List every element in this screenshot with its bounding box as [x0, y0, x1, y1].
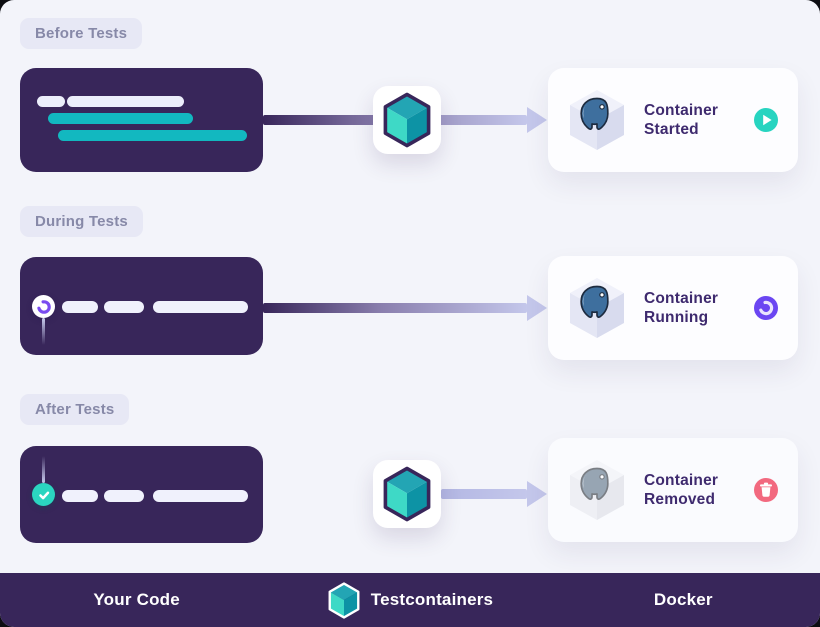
postgresql-elephant-icon	[580, 285, 609, 318]
container-card-running: Container Running	[548, 256, 798, 360]
testcontainers-node	[373, 86, 441, 154]
container-status-title: Container Started	[644, 102, 719, 138]
legend-your-code-label: Your Code	[93, 590, 180, 609]
legend-testcontainers-label: Testcontainers	[370, 590, 494, 609]
flow-arrow-head	[527, 107, 547, 133]
code-line	[62, 301, 98, 313]
container-status-title: Container Removed	[644, 472, 719, 508]
legend-docker: Docker	[547, 573, 820, 627]
code-line	[104, 490, 144, 502]
section-label-after-tests: After Tests	[20, 394, 130, 425]
flow-arrow-head	[527, 481, 547, 507]
flow-arrow-head	[527, 295, 547, 321]
container-card-started: Container Started	[548, 68, 798, 172]
container-card-removed: Container Removed	[548, 438, 798, 542]
code-line	[153, 301, 248, 313]
legend-footer: Your Code Testcontainers Docker	[0, 573, 820, 627]
postgresql-logo-faded	[568, 458, 626, 522]
section-label-during-tests: During Tests	[20, 206, 143, 237]
code-line-highlight	[58, 130, 247, 141]
container-cube-backdrop	[570, 460, 624, 520]
loading-pin-icon	[32, 295, 55, 318]
legend-testcontainers: Testcontainers	[273, 573, 546, 627]
code-block-before	[20, 68, 263, 172]
postgresql-logo	[568, 276, 626, 340]
code-line	[62, 490, 98, 502]
postgresql-elephant-icon	[580, 467, 609, 500]
code-line-highlight	[48, 113, 193, 124]
legend-your-code: Your Code	[0, 573, 273, 627]
container-status-title: Container Running	[644, 290, 719, 326]
testcontainers-node	[373, 460, 441, 528]
postgresql-elephant-icon	[580, 97, 609, 130]
code-line	[37, 96, 65, 107]
testcontainers-cube-icon	[328, 581, 360, 619]
code-line	[104, 301, 144, 313]
postgresql-logo	[568, 88, 626, 152]
flow-arrow-line	[263, 303, 527, 313]
legend-docker-label: Docker	[653, 590, 713, 609]
check-icon	[32, 483, 55, 506]
trash-icon	[754, 478, 778, 502]
pin-tail	[42, 456, 45, 483]
testcontainers-cube-icon	[383, 466, 431, 522]
flow-arrow-line	[441, 489, 527, 499]
code-block-after	[20, 446, 263, 543]
pin-tail	[42, 318, 45, 345]
code-line	[67, 96, 184, 107]
testcontainers-cube-icon	[383, 92, 431, 148]
play-icon	[754, 108, 778, 132]
code-line	[153, 490, 248, 502]
section-label-before-tests: Before Tests	[20, 18, 143, 49]
code-block-during	[20, 257, 263, 355]
spinner-icon	[754, 296, 778, 320]
